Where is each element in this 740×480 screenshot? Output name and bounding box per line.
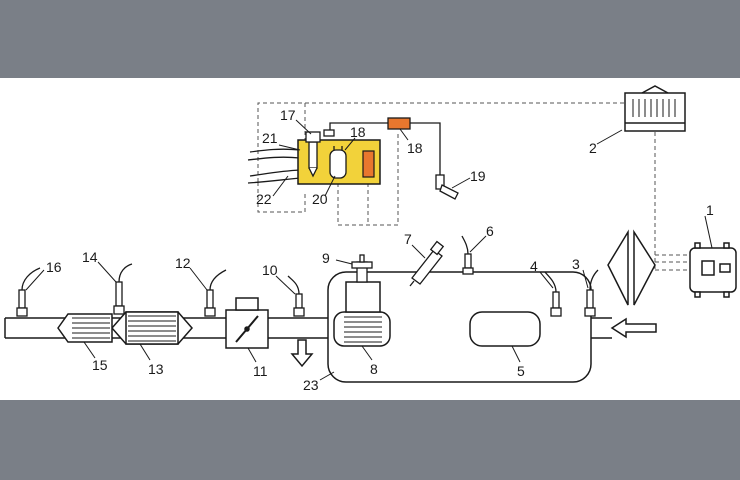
sensor-10 bbox=[287, 275, 305, 317]
label-2: 2 bbox=[589, 140, 597, 156]
label-21: 21 bbox=[262, 130, 278, 146]
sensor-4 bbox=[544, 271, 562, 317]
callout-labels: 1 2 3 4 5 6 7 8 9 10 11 12 13 14 15 16 1… bbox=[46, 107, 714, 393]
dosing-valve-9 bbox=[351, 254, 373, 283]
label-6: 6 bbox=[486, 223, 494, 239]
catalyst-housing bbox=[327, 271, 592, 383]
dosing-module bbox=[297, 129, 381, 185]
label-3: 3 bbox=[572, 256, 580, 272]
label-1: 1 bbox=[706, 202, 714, 218]
flow-arrow-left-icon bbox=[610, 317, 657, 339]
dosing-box bbox=[345, 281, 381, 313]
leader-lines bbox=[25, 119, 713, 381]
injector-7 bbox=[409, 240, 445, 287]
label-22: 22 bbox=[256, 191, 272, 207]
sensor-12 bbox=[204, 269, 227, 317]
filter-15 bbox=[57, 313, 113, 343]
label-11: 11 bbox=[253, 363, 268, 379]
sensor-18 bbox=[387, 117, 411, 130]
exhaust-sensors bbox=[16, 235, 599, 317]
control-unit-1 bbox=[689, 242, 737, 298]
label-10: 10 bbox=[262, 262, 278, 278]
sensor-14 bbox=[113, 263, 133, 315]
catalyst-8 bbox=[333, 311, 391, 347]
label-12: 12 bbox=[175, 255, 191, 271]
label-14: 14 bbox=[82, 249, 98, 265]
sensor-6 bbox=[461, 235, 474, 275]
label-20: 20 bbox=[312, 191, 328, 207]
label-23: 23 bbox=[303, 377, 319, 393]
bottom-gray-band bbox=[0, 400, 740, 480]
engine-wedge bbox=[607, 229, 656, 306]
sensor-19 bbox=[435, 174, 459, 200]
control-unit-2 bbox=[624, 85, 686, 132]
label-16: 16 bbox=[46, 259, 62, 275]
label-4: 4 bbox=[530, 258, 538, 274]
solid-wiring bbox=[247, 122, 441, 184]
flow-arrow-down-icon bbox=[290, 339, 314, 368]
label-15: 15 bbox=[92, 357, 108, 373]
catalyst-13 bbox=[111, 311, 193, 345]
label-5: 5 bbox=[517, 363, 525, 379]
substrate-5 bbox=[469, 311, 541, 347]
label-17: 17 bbox=[280, 107, 296, 123]
sensor-3 bbox=[584, 269, 599, 317]
throttle-valve-11 bbox=[225, 297, 269, 349]
label-9: 9 bbox=[322, 250, 330, 266]
label-19: 19 bbox=[470, 168, 486, 184]
label-7: 7 bbox=[404, 231, 412, 247]
label-8: 8 bbox=[370, 361, 378, 377]
sensor-16 bbox=[16, 267, 41, 317]
label-18-lower: 18 bbox=[407, 140, 423, 156]
label-13: 13 bbox=[148, 361, 164, 377]
top-gray-band bbox=[0, 0, 740, 78]
label-18-upper: 18 bbox=[350, 124, 366, 140]
